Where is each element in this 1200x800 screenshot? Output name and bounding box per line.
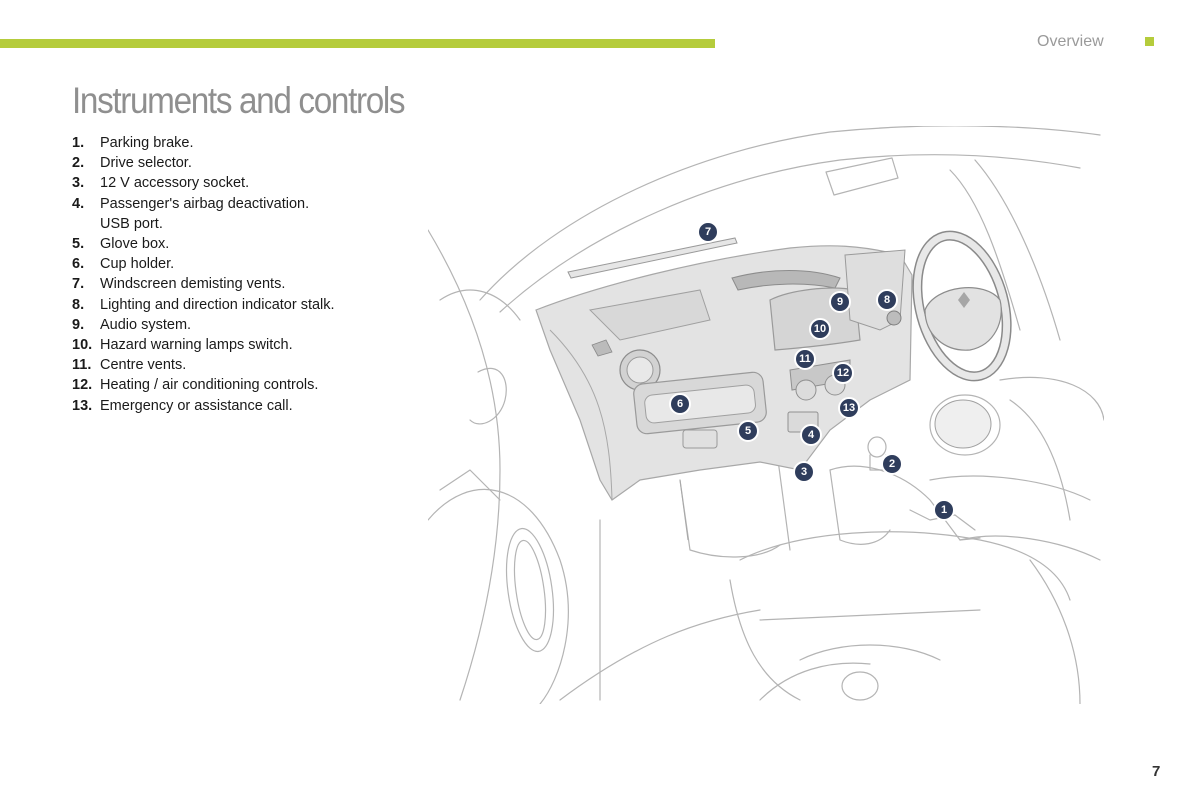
legend-item: 6. Cup holder.: [72, 254, 335, 274]
callout-label: 1: [941, 504, 947, 516]
legend-item: 9. Audio system.: [72, 315, 335, 335]
legend-text: Audio system.: [100, 316, 192, 333]
callout-label: 9: [837, 296, 843, 308]
callout-marker: 9: [829, 291, 851, 313]
legend-text: Heating / air conditioning controls.: [100, 377, 319, 394]
car-interior-dashboard-illustration: 1 2 3 4 5 6 7 8 9 10 11 12 13: [428, 126, 1104, 704]
callout-label: 7: [705, 226, 711, 238]
legend-item: 1. Parking brake.: [72, 133, 335, 153]
legend-number: 10.: [72, 337, 93, 354]
legend-item: 12. Heating / air conditioning controls.: [72, 375, 335, 395]
legend-number: 2.: [72, 155, 85, 172]
legend-item: 5. Glove box.: [72, 234, 335, 254]
callout-label: 8: [884, 294, 890, 306]
legend-item: 8. Lighting and direction indicator stalk…: [72, 295, 335, 315]
callout-marker: 5: [737, 420, 759, 442]
controls-legend: 1. Parking brake. 2. Drive selector. 3. 12 …: [72, 133, 335, 416]
callout-marker: 2: [881, 453, 903, 475]
callout-label: 11: [799, 353, 811, 365]
legend-number: 9.: [72, 316, 85, 333]
callout-marker: 3: [793, 461, 815, 483]
callout-marker: 4: [800, 424, 822, 446]
legend-item: 3. 12 V accessory socket.: [72, 173, 335, 193]
legend-item: 2. Drive selector.: [72, 153, 335, 173]
callout-label: 6: [677, 398, 683, 410]
legend-number: 3.: [72, 175, 85, 192]
callout-marker: 6: [669, 393, 691, 415]
callout-marker: 8: [876, 289, 898, 311]
legend-text: Emergency or assistance call.: [100, 397, 293, 414]
legend-text: Parking brake.: [100, 135, 194, 151]
legend-text: Drive selector.: [100, 155, 192, 172]
legend-number: 11.: [72, 357, 92, 374]
legend-item: 13. Emergency or assistance call.: [72, 396, 335, 416]
callout-marker: 13: [838, 397, 860, 419]
legend-item: 4. Passenger's airbag deactivation. USB p…: [72, 194, 335, 234]
section-marker-icon: [1145, 37, 1154, 46]
legend-text: Hazard warning lamps switch.: [100, 337, 293, 354]
legend-number: 12.: [72, 377, 93, 394]
page-number: 7: [1152, 763, 1161, 780]
legend-number: 7.: [72, 276, 85, 293]
callout-label: 5: [745, 425, 751, 437]
legend-text: Lighting and direction indicator stalk.: [100, 296, 335, 313]
callout-marker: 10: [809, 318, 831, 340]
callout-marker: 12: [832, 362, 854, 384]
legend-number: 4.: [72, 195, 85, 212]
legend-text: Glove box.: [100, 236, 170, 253]
callout-label: 2: [889, 458, 895, 470]
legend-text: Centre vents.: [100, 357, 187, 374]
callout-label: 13: [843, 402, 855, 414]
legend-number: 6.: [72, 256, 85, 273]
callout-marker: 7: [697, 221, 719, 243]
legend-number: 13.: [72, 397, 93, 414]
legend-text: Windscreen demisting vents.: [100, 276, 286, 293]
legend-number: 8.: [72, 296, 85, 313]
page-title: Instruments and controls: [72, 80, 406, 121]
legend-number: 1.: [72, 135, 85, 151]
callout-label: 3: [801, 466, 807, 478]
legend-text: Passenger's airbag deactivation. USB por…: [100, 195, 310, 232]
callout-label: 12: [837, 367, 849, 379]
legend-item: 11. Centre vents.: [72, 355, 335, 375]
legend-item: 10. Hazard warning lamps switch.: [72, 335, 335, 355]
legend-item: 7. Windscreen demisting vents.: [72, 274, 335, 294]
header-accent-bar: [0, 39, 715, 48]
callout-label: 4: [808, 429, 815, 441]
legend-number: 5.: [72, 236, 85, 253]
legend-text: 12 V accessory socket.: [100, 175, 250, 192]
callout-marker: 1: [933, 499, 955, 521]
callout-label: 10: [814, 323, 826, 335]
section-label: Overview: [1037, 33, 1104, 50]
callout-marker: 11: [794, 348, 816, 370]
legend-text: Cup holder.: [100, 256, 175, 273]
